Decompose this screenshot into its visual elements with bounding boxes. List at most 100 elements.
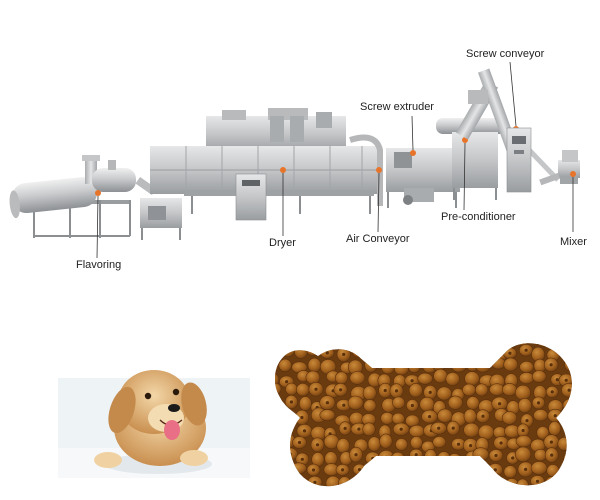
kibble-piece: [395, 474, 410, 487]
kibble-piece: [573, 370, 585, 384]
kibble-piece: [292, 343, 309, 348]
kibble-hole: [567, 388, 571, 392]
kibble-piece: [521, 491, 537, 500]
kibble-piece: [545, 491, 560, 500]
kibble-piece: [448, 453, 462, 466]
kibble-piece: [501, 411, 518, 425]
screw-extruder-machine: [386, 115, 460, 208]
kibble-piece: [419, 396, 435, 412]
kibble-piece: [562, 398, 572, 412]
kibble-hole: [470, 336, 473, 339]
kibble-piece: [410, 436, 423, 450]
kibble-hole: [470, 478, 474, 482]
kibble-piece: [534, 448, 547, 462]
kibble-hole: [414, 453, 418, 457]
kibble-piece: [275, 460, 284, 476]
kibble-hole: [314, 387, 318, 391]
kibble-hole: [339, 388, 343, 392]
kibble-piece: [365, 489, 380, 500]
kibble-piece: [278, 426, 293, 439]
kibble-piece: [424, 448, 437, 464]
kibble-piece: [365, 464, 381, 478]
label-air-conveyor: Air Conveyor: [346, 233, 410, 245]
kibble-piece: [351, 345, 366, 358]
kibble-hole: [481, 414, 485, 418]
kibble-piece: [422, 359, 438, 374]
kibble-piece: [306, 343, 322, 356]
kibble-piece: [517, 397, 532, 413]
kibble-piece: [557, 343, 572, 349]
kibble-piece: [367, 436, 381, 452]
kibble-hole: [354, 453, 358, 457]
kibble-piece: [543, 343, 560, 349]
kibble-piece: [337, 489, 352, 500]
kibble-hole: [550, 453, 554, 457]
kibble-hole: [289, 400, 293, 404]
kibble-piece: [295, 383, 310, 397]
kibble-piece: [464, 371, 480, 386]
kibble-hole: [367, 483, 372, 487]
kibble-piece: [514, 343, 530, 346]
kibble-hole: [579, 484, 582, 487]
kibble-piece: [409, 343, 423, 348]
kibble-piece: [437, 451, 451, 464]
kibble-piece: [379, 433, 393, 449]
kibble-hole: [269, 366, 272, 369]
kibble-piece: [350, 476, 364, 487]
kibble-hole: [481, 363, 485, 367]
kibble-hole: [325, 351, 329, 355]
kibble-hole: [371, 456, 375, 461]
kibble-hole: [551, 496, 554, 499]
kibble-piece: [391, 412, 405, 425]
kibble-piece: [475, 383, 489, 397]
kibble-piece: [576, 453, 589, 464]
kibble-piece: [407, 359, 421, 374]
kibble-piece: [448, 460, 462, 474]
pre-conditioner-machine: [436, 118, 506, 211]
kibble-piece: [393, 362, 409, 376]
kibble-piece: [393, 460, 406, 474]
kibble-hole: [567, 467, 571, 471]
kibble-piece: [290, 462, 307, 475]
air-conveyor-machine: [349, 134, 383, 233]
kibble-hole: [451, 426, 455, 430]
kibble-piece: [557, 436, 572, 451]
kibble-piece: [488, 491, 502, 500]
kibble-piece: [503, 465, 517, 479]
kibble-piece: [275, 421, 280, 438]
kibble-hole: [549, 440, 554, 444]
kibble-piece: [536, 426, 550, 440]
kibble-piece: [438, 343, 453, 346]
kibble-bone-image: [269, 336, 589, 500]
kibble-piece: [491, 357, 506, 370]
kibble-hole: [508, 351, 512, 355]
kibble-piece: [362, 478, 376, 487]
kibble-hole: [328, 493, 331, 496]
kibble-hole: [511, 456, 515, 460]
kibble-piece: [573, 400, 586, 414]
kibble-piece: [393, 344, 407, 361]
kibble-hole: [524, 467, 528, 471]
kibble-hole: [325, 401, 329, 405]
kibble-hole: [483, 483, 487, 487]
kibble-hole: [578, 375, 581, 378]
kibble-hole: [443, 351, 447, 355]
kibble-piece: [281, 343, 295, 358]
kibble-piece: [489, 383, 505, 396]
kibble-hole: [580, 457, 583, 460]
kibble-piece: [275, 345, 279, 361]
kibble-hole: [311, 468, 316, 472]
kibble-piece: [297, 489, 311, 500]
kibble-piece: [562, 491, 574, 500]
label-mixer: Mixer: [560, 236, 587, 248]
kibble-piece: [437, 489, 452, 500]
kibble-piece: [275, 476, 283, 487]
kibble-piece: [364, 357, 378, 373]
kibble-piece: [504, 478, 520, 487]
kibble-hole: [396, 456, 400, 460]
label-pre-conditioner: Pre-conditioner: [441, 211, 516, 223]
kibble-hole: [369, 363, 373, 367]
kibble-piece: [280, 412, 295, 426]
kibble-hole: [428, 415, 432, 419]
kibble-hole: [583, 492, 586, 495]
